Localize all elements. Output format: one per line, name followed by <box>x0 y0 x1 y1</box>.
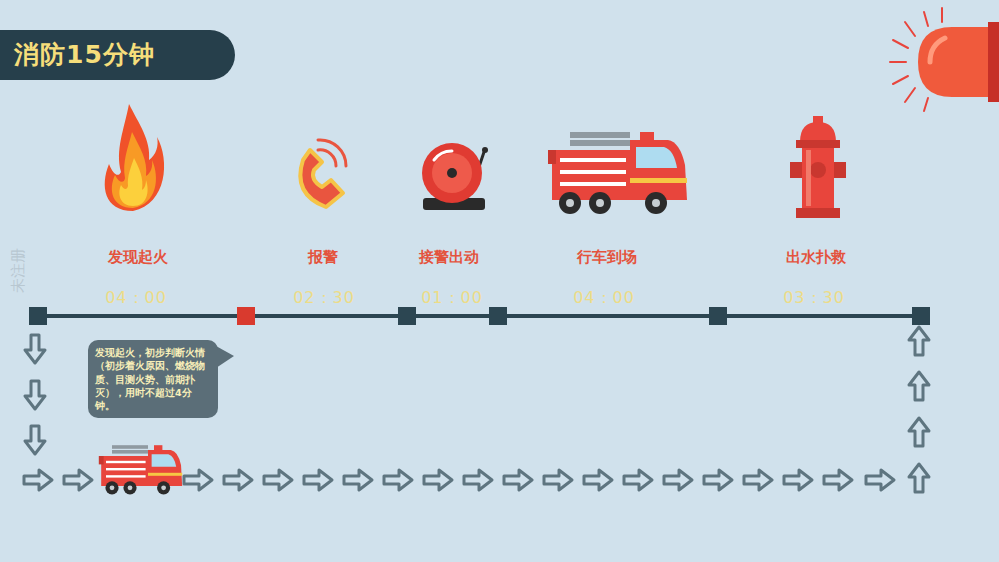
right-arrow <box>704 470 732 490</box>
right-arrow <box>384 470 412 490</box>
fire-icon <box>105 104 164 211</box>
alarm-bell-icon <box>422 143 488 210</box>
timeline-marker <box>29 307 47 325</box>
duration-label: 03：30 <box>783 288 845 309</box>
small-fire-truck <box>99 445 182 494</box>
timeline-marker <box>398 307 416 325</box>
stage-label: 行车到场 <box>577 248 637 267</box>
right-arrow <box>744 470 772 490</box>
right-arrow <box>664 470 692 490</box>
right-arrow <box>424 470 452 490</box>
timeline-marker <box>489 307 507 325</box>
right-arrow <box>866 470 894 490</box>
up-arrow <box>909 372 929 400</box>
right-arrow <box>24 470 52 490</box>
hydrant-icon <box>790 116 846 218</box>
duration-label: 01：00 <box>421 288 483 309</box>
down-arrow <box>25 381 45 409</box>
timeline-marker <box>709 307 727 325</box>
right-arrow <box>304 470 332 490</box>
right-arrow <box>264 470 292 490</box>
up-arrow <box>909 418 929 446</box>
right-arrow <box>184 470 212 490</box>
right-arrow <box>584 470 612 490</box>
stage-label: 报警 <box>308 248 338 267</box>
right-arrow <box>464 470 492 490</box>
right-arrow <box>344 470 372 490</box>
right-arrow <box>624 470 652 490</box>
down-arrow <box>25 426 45 454</box>
phone-icon <box>300 140 346 207</box>
duration-label: 04：00 <box>573 288 635 309</box>
right-arrow <box>504 470 532 490</box>
right-arrow <box>224 470 252 490</box>
stage-label: 出水扑救 <box>786 248 846 267</box>
title-text: 消防15分钟 <box>14 36 155 74</box>
timeline-marker <box>912 307 930 325</box>
right-arrow <box>544 470 572 490</box>
right-arrow <box>784 470 812 490</box>
siren-icon <box>890 8 999 111</box>
right-arrow <box>824 470 852 490</box>
timeline-marker <box>237 307 255 325</box>
right-arrow <box>64 470 92 490</box>
fire-truck-icon <box>548 132 687 214</box>
stage-label: 接警出动 <box>419 248 479 267</box>
up-arrow <box>909 327 929 355</box>
callout-pointer <box>216 346 234 368</box>
up-arrow <box>909 464 929 492</box>
down-arrow <box>25 335 45 363</box>
duration-label: 04：00 <box>105 288 167 309</box>
duration-label: 02：30 <box>293 288 355 309</box>
timeline-axis <box>38 314 921 318</box>
stage-label: 发现起火 <box>108 248 168 267</box>
watermark: 未注册 <box>9 248 28 293</box>
callout-bubble: 发现起火，初步判断火情（初步着火原因、燃烧物质、目测火势、前期扑灭），用时不超过… <box>88 340 218 418</box>
node-text: 发现起火，初步判断火情（初步着火原因、燃烧物质、目测火势、前期扑灭），用时不超过… <box>95 346 211 412</box>
title-banner <box>0 30 235 80</box>
